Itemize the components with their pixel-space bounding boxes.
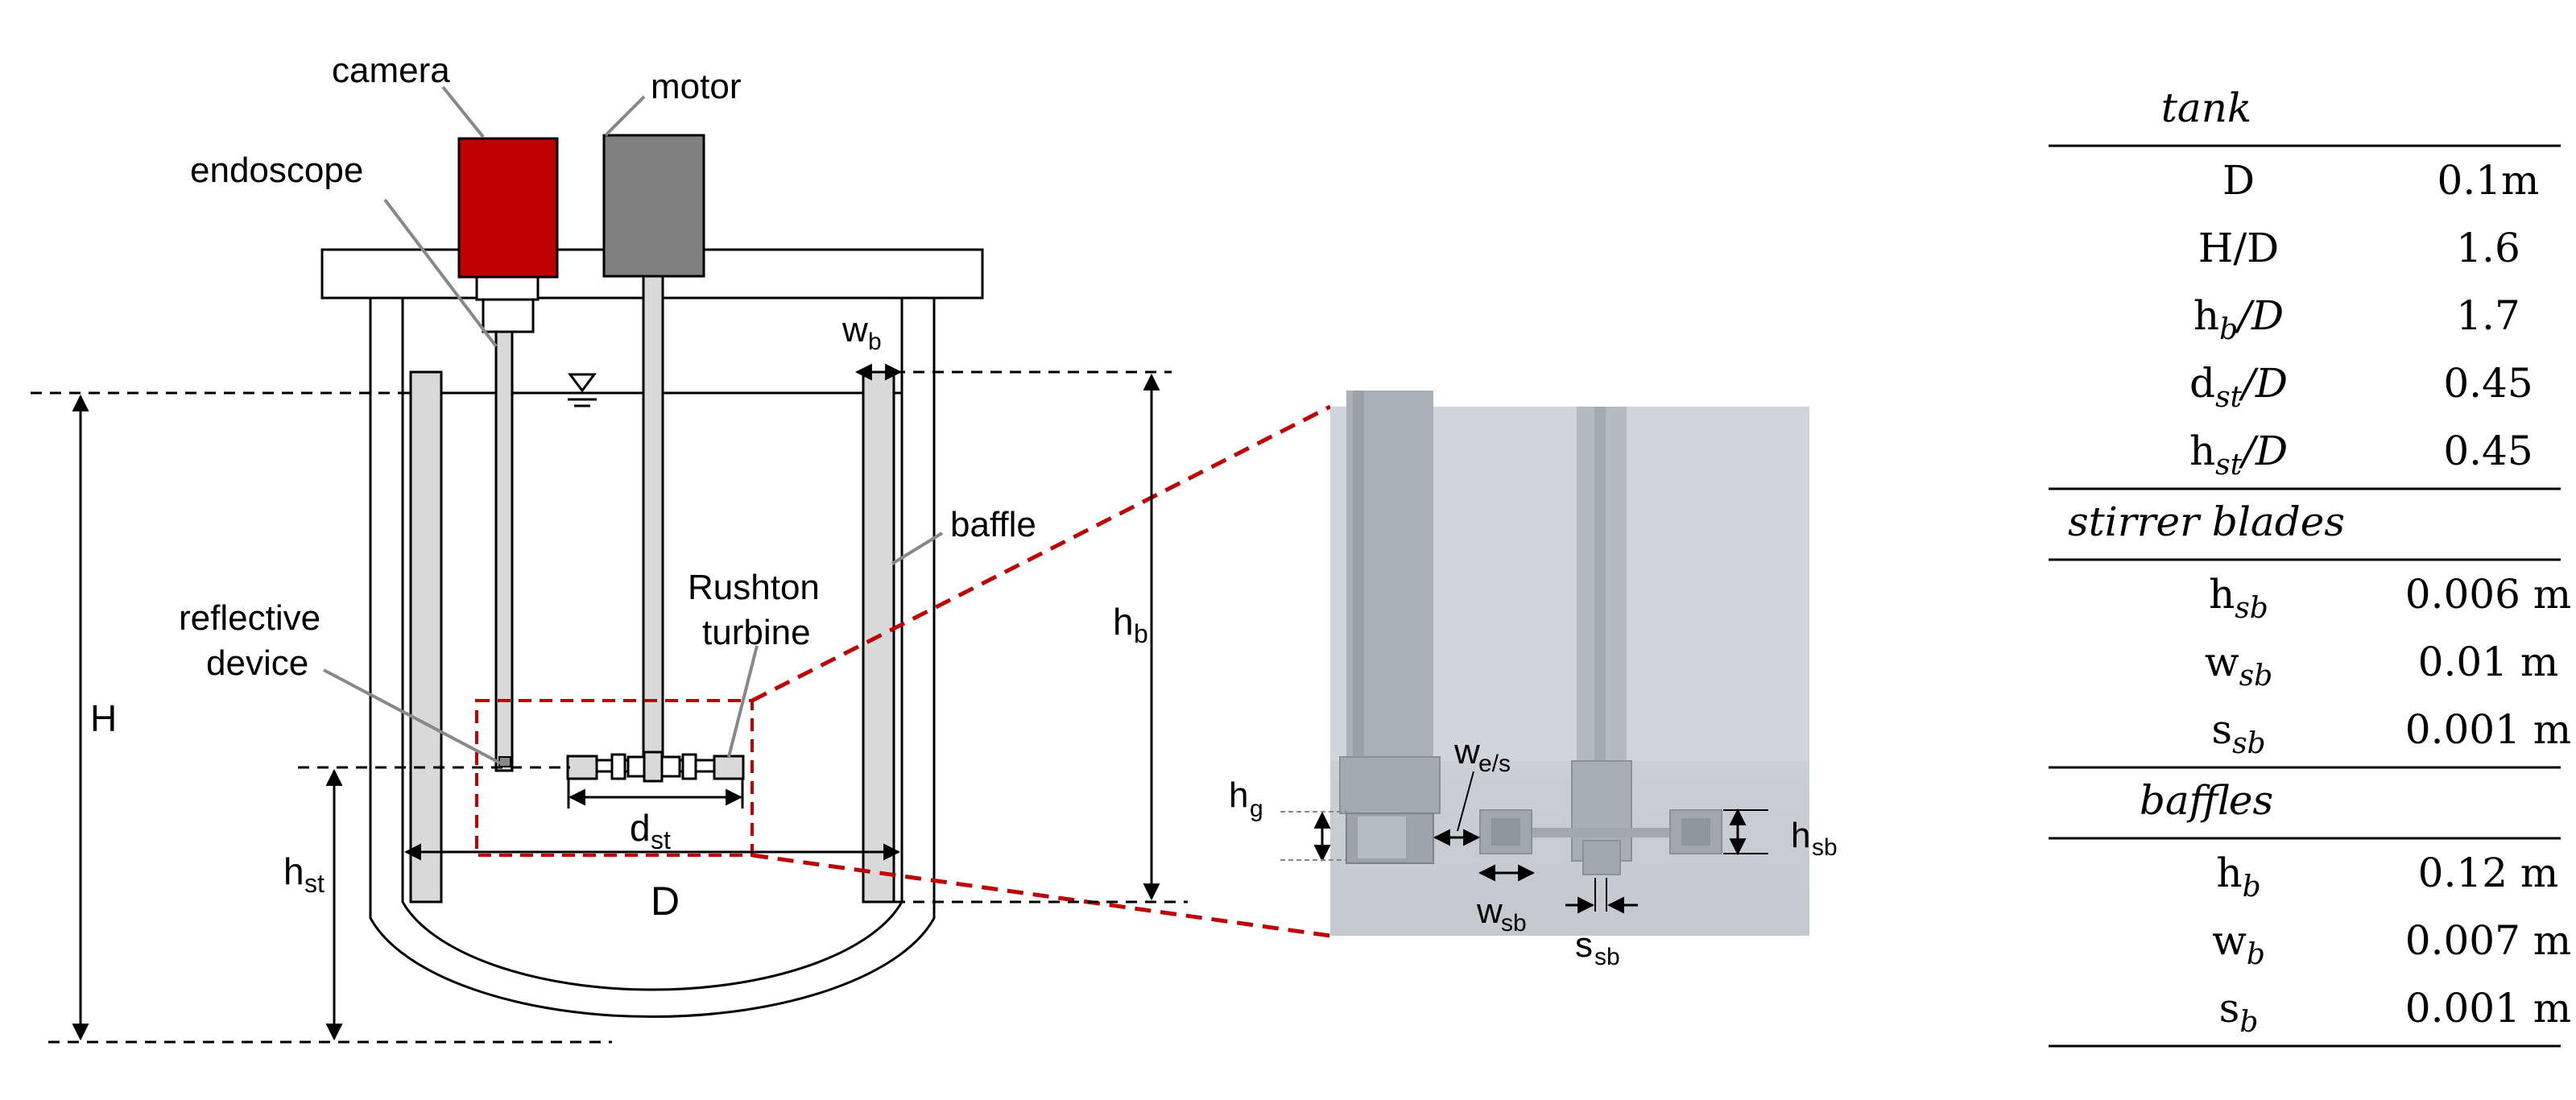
table-param-symbol: hb	[2216, 850, 2260, 904]
table-param-symbol: hb/D	[2194, 292, 2284, 346]
svg-text:w: w	[1476, 891, 1503, 931]
leader-rushton	[727, 645, 759, 758]
label-H: H	[90, 697, 117, 739]
zoom-endoscope-tip-face	[1358, 817, 1406, 858]
svg-text:sb: sb	[1594, 944, 1620, 970]
table-param-symbol: dst/D	[2189, 360, 2288, 414]
svg-text:sb: sb	[1501, 910, 1527, 937]
camera-lens	[475, 275, 540, 301]
label-reflective-line1: reflective	[179, 598, 320, 638]
table-param-symbol: wsb	[2205, 639, 2272, 693]
table-param-value: 0.12 m	[2418, 850, 2559, 896]
svg-text:s: s	[1575, 925, 1593, 965]
camera-adapter	[482, 298, 535, 333]
svg-text:h: h	[1791, 816, 1810, 855]
motor-body	[602, 134, 705, 278]
zoom-label-wsb: w sb	[1476, 891, 1527, 937]
table-param-value: 0.45	[2443, 360, 2533, 407]
table-param-value: 1.7	[2456, 292, 2520, 339]
svg-text:b: b	[868, 329, 882, 355]
label-dst: d st	[630, 807, 671, 854]
label-reflective-line2: device	[206, 643, 308, 683]
table-section-header: baffles	[2140, 777, 2273, 824]
svg-text:sb: sb	[1812, 834, 1838, 861]
zoom-label-hg: h g	[1229, 775, 1263, 822]
svg-text:h: h	[1113, 601, 1134, 643]
label-rushton-line1: Rushton	[688, 568, 820, 607]
tank-inner-wall	[401, 298, 903, 991]
zoom-blade-right-face	[1681, 818, 1710, 846]
rushton-turbine-shape	[566, 751, 745, 783]
zoom-endoscope-shade	[1353, 391, 1364, 761]
camera-body	[457, 137, 559, 279]
baffle-right	[862, 370, 895, 904]
zoom-shaft-core	[1594, 407, 1606, 761]
table-param-value: 0.001 m	[2405, 706, 2571, 753]
endoscope-tube	[494, 330, 514, 772]
zoom-label-hsb: h sb	[1791, 816, 1838, 861]
svg-text:h: h	[283, 850, 304, 892]
zoom-label-wes: w e/s	[1453, 732, 1511, 777]
label-motor: motor	[651, 67, 741, 106]
label-hb: h b	[1113, 601, 1148, 648]
table-param-symbol: ssb	[2211, 706, 2265, 760]
table-param-value: 0.01 m	[2418, 639, 2559, 685]
table-param-symbol: H/D	[2198, 225, 2280, 271]
zoom-blade-center	[1582, 840, 1621, 875]
svg-text:st: st	[304, 869, 325, 898]
zoom-connector-bottom	[751, 853, 1331, 938]
table-param-symbol: wb	[2212, 917, 2265, 971]
table-section-header: tank	[2161, 85, 2251, 131]
table-param-symbol: hsb	[2209, 571, 2268, 625]
table-param-value: 1.6	[2456, 225, 2520, 271]
zoom-dim-wes-leader	[1457, 771, 1474, 832]
stirrer-shaft	[642, 275, 664, 757]
table-param-value: 0.1m	[2437, 157, 2540, 204]
svg-text:g: g	[1250, 796, 1263, 822]
zoom-label-ssb: s sb	[1575, 925, 1620, 970]
zoom-disc	[1480, 828, 1722, 837]
table-param-symbol: sb	[2219, 985, 2259, 1039]
leader-motor	[604, 95, 646, 137]
svg-text:d: d	[630, 807, 651, 849]
liquid-level-symbol	[568, 373, 597, 407]
label-wb: w b	[841, 310, 882, 355]
label-baffle: baffle	[950, 505, 1036, 544]
label-endoscope: endoscope	[190, 151, 363, 190]
table-param-value: 0.006 m	[2405, 571, 2571, 618]
table-param-value: 0.45	[2443, 428, 2533, 474]
table-param-symbol: D	[2222, 157, 2255, 204]
table-section-header: stirrer blades	[2068, 498, 2345, 545]
svg-text:st: st	[651, 825, 671, 854]
leader-baffle	[891, 531, 944, 565]
leader-reflective	[323, 668, 502, 765]
label-D: D	[651, 879, 680, 924]
zoom-blade-left-face	[1491, 818, 1520, 846]
tank-outer-wall	[369, 298, 936, 1019]
baffle-left	[409, 370, 443, 904]
label-rushton-line2: turbine	[702, 613, 811, 652]
zoom-connector-top	[750, 404, 1332, 703]
svg-text:h: h	[1229, 775, 1248, 815]
table-param-value: 0.001 m	[2405, 985, 2571, 1032]
label-hst: h st	[283, 850, 325, 898]
svg-text:e/s: e/s	[1478, 751, 1511, 777]
leader-endoscope	[383, 198, 498, 348]
svg-text:w: w	[1453, 732, 1480, 771]
label-camera: camera	[332, 51, 450, 90]
svg-text:b: b	[1134, 619, 1148, 648]
svg-text:w: w	[841, 310, 868, 349]
zoom-endoscope-head	[1339, 756, 1441, 814]
zoom-inset	[1330, 391, 1809, 936]
table-param-symbol: hst/D	[2189, 428, 2288, 482]
leader-camera	[441, 85, 485, 139]
table-param-value: 0.007 m	[2405, 917, 2571, 964]
